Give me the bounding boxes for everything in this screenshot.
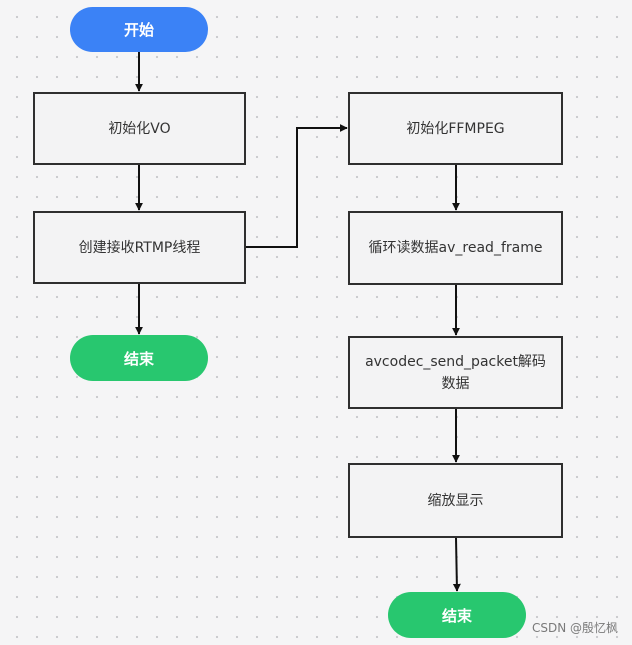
end-node-right: 结束 bbox=[388, 592, 526, 638]
init-vo-node: 初始化VO bbox=[33, 92, 246, 165]
create-rtmp-thread-node: 创建接收RTMP线程 bbox=[33, 211, 246, 284]
decode-packet-node: avcodec_send_packet解码数据 bbox=[348, 336, 563, 409]
read-frame-loop-node: 循环读数据av_read_frame bbox=[348, 211, 563, 285]
arrow-create-thread-to-init-ffmpeg bbox=[246, 124, 348, 248]
start-node: 开始 bbox=[70, 7, 208, 52]
end-node-left: 结束 bbox=[70, 335, 208, 381]
init-ffmpeg-node: 初始化FFMPEG bbox=[348, 92, 563, 165]
scale-display-node: 缩放显示 bbox=[348, 463, 563, 538]
csdn-watermark: CSDN @殷忆枫 bbox=[531, 621, 618, 635]
arrow-scale-display-to-end bbox=[452, 537, 461, 592]
